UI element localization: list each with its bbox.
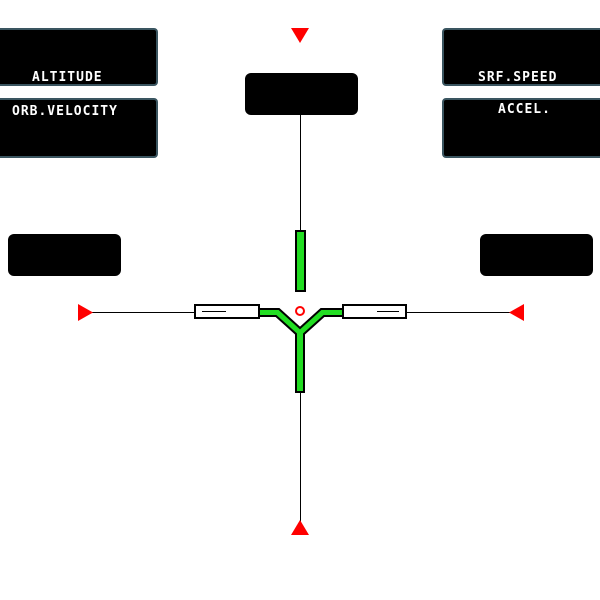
left-readout-box [8, 234, 121, 276]
upper-green-bar [295, 230, 306, 292]
top-marker-triangle-icon [291, 28, 309, 43]
altitude-label: ALTITUDE [32, 70, 103, 85]
left-marker-triangle-icon [78, 304, 93, 321]
bottom-marker-triangle-icon [291, 520, 309, 535]
velocity-vector-y-icon [258, 308, 344, 393]
surface-speed-panel: SRF.SPEED [442, 28, 600, 86]
acceleration-label: ACCEL. [498, 102, 551, 117]
acceleration-panel: ACCEL. [442, 98, 600, 158]
orbital-velocity-label: ORB.VELOCITY [12, 104, 118, 119]
altitude-panel: ALTITUDE [0, 28, 158, 86]
right-readout-box [480, 234, 593, 276]
right-marker-triangle-icon [509, 304, 524, 321]
surface-speed-label: SRF.SPEED [478, 70, 558, 85]
orbital-velocity-panel: ORB.VELOCITY [0, 98, 158, 158]
center-target-circle-icon [295, 306, 305, 316]
top-readout-box [245, 73, 358, 115]
